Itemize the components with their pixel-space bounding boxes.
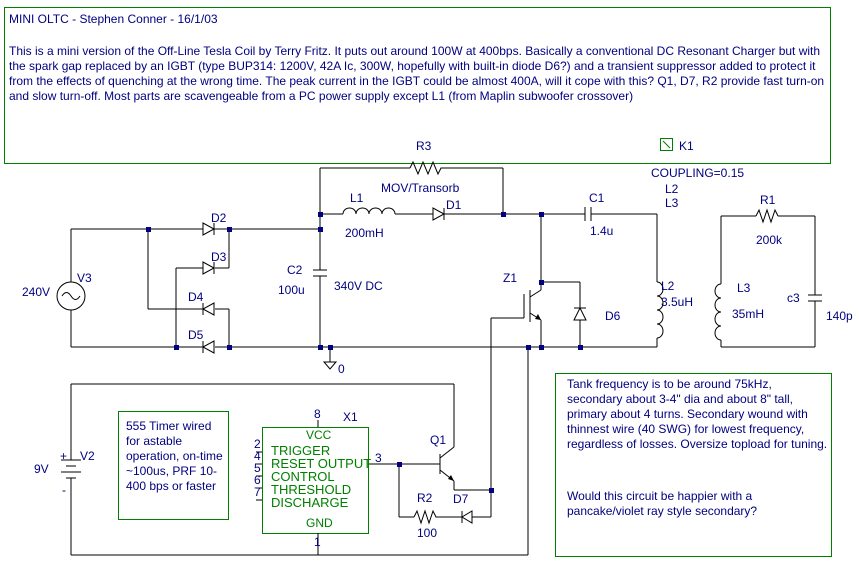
l3-name: L3 <box>737 281 751 295</box>
x1-gnd-label: GND <box>306 516 333 530</box>
d4-label: D4 <box>188 290 204 304</box>
v2-name: V2 <box>80 449 95 463</box>
inductor-l2 <box>656 281 664 339</box>
x1-control-label: CONTROL <box>271 469 335 484</box>
diode-d2 <box>193 222 216 236</box>
x1-pin-1: 1 <box>314 535 321 549</box>
d6-label: D6 <box>605 309 621 323</box>
ground-label: 0 <box>338 362 345 376</box>
inductor-l3 <box>714 283 722 341</box>
header-frame <box>4 7 831 164</box>
x1-pin-7: 7 <box>254 485 261 499</box>
c1-value: 1.4u <box>590 224 613 238</box>
d3-label: D3 <box>211 250 227 264</box>
v3-value: 240V <box>22 285 50 299</box>
diode-d4 <box>193 302 215 316</box>
r2-value: 100 <box>417 526 437 540</box>
capacitor-c2 <box>313 269 327 277</box>
d5-label: D5 <box>188 328 204 342</box>
tank-note: Tank frequency is to be around 75kHz, se… <box>567 377 828 451</box>
diode-d3 <box>193 261 216 275</box>
c2-value: 100u <box>278 283 305 297</box>
diode-d6 <box>573 305 587 321</box>
v2-minus: - <box>62 483 66 497</box>
x1-pin-2: 2 <box>254 437 261 451</box>
x1-threshold-label: THRESHOLD <box>271 482 352 497</box>
coupling-l3: L3 <box>665 196 679 210</box>
secondary-wiring <box>720 215 816 348</box>
header-description: This is a mini version of the Off-Line T… <box>9 44 828 103</box>
diode-d1 <box>432 207 450 221</box>
k1-label: K1 <box>679 139 694 153</box>
x1-pin-5: 5 <box>254 461 261 475</box>
x1-pin-6: 6 <box>254 473 261 487</box>
x1-reset-output-label: RESET OUTPUT <box>271 456 372 471</box>
transistor-q1 <box>434 446 455 482</box>
coupling-l2: L2 <box>665 182 679 196</box>
dc-voltage: 340V DC <box>334 279 383 293</box>
inductor-l1 <box>342 207 396 215</box>
r3-label: R3 <box>416 139 432 153</box>
diode-d7 <box>461 510 473 524</box>
z1-label: Z1 <box>503 271 517 285</box>
c1-name: C1 <box>589 191 605 205</box>
resistor-r1 <box>755 208 779 224</box>
control-wiring <box>70 318 529 556</box>
x1-pin-stubs <box>256 420 319 501</box>
q1-label: Q1 <box>430 433 446 447</box>
x1-pin-4: 4 <box>254 449 261 463</box>
r1-value: 200k <box>756 233 783 247</box>
ground-icon <box>322 361 338 370</box>
junction-dots <box>146 212 583 493</box>
x1-trigger-label: TRIGGER <box>271 443 331 458</box>
igbt-z1 <box>491 282 542 322</box>
capacitor-c1 <box>584 207 597 221</box>
dc-bus-wiring <box>319 167 658 362</box>
x1-body <box>262 427 369 534</box>
l2-name: L2 <box>661 279 675 293</box>
diode-d5 <box>193 340 215 354</box>
v2-value: 9V <box>34 462 49 476</box>
d1-label: D1 <box>446 198 462 212</box>
tank-question: Would this circuit be happier with a pan… <box>567 489 758 518</box>
x1-pin-3: 3 <box>375 451 382 465</box>
r1-name: R1 <box>760 193 776 207</box>
resistor-r3 <box>409 160 444 176</box>
r2-name: R2 <box>417 491 433 505</box>
mov-label: MOV/Transorb <box>381 181 460 195</box>
d2-label: D2 <box>211 211 227 225</box>
v3-ac-source <box>56 281 86 311</box>
mains-wiring <box>70 228 320 348</box>
timer-note: 555 Timer wired for astable operation, o… <box>126 419 227 493</box>
l3-value: 35mH <box>732 307 764 321</box>
v2-plus: + <box>60 449 67 463</box>
capacitor-c3 <box>808 294 822 302</box>
c2-name: C2 <box>287 263 303 277</box>
battery-v2 <box>61 459 81 480</box>
timer-note-frame <box>118 411 229 520</box>
tank-note-frame <box>555 373 832 557</box>
x1-pin-8: 8 <box>314 407 321 421</box>
c3-value: 140p <box>826 309 853 323</box>
l2-value: 3.5uH <box>661 295 693 309</box>
resistor-r2 <box>413 509 438 525</box>
coupling-label: COUPLING=0.15 <box>651 166 744 180</box>
k1-icon <box>660 138 673 151</box>
d7-label: D7 <box>453 492 469 506</box>
v3-name: V3 <box>77 271 92 285</box>
l1-name: L1 <box>350 191 364 205</box>
x1-name: X1 <box>343 410 358 424</box>
l1-value: 200mH <box>345 226 384 240</box>
x1-discharge-label: DISCHARGE <box>271 495 349 510</box>
x1-vcc-label: VCC <box>306 428 332 442</box>
header-title: MINI OLTC - Stephen Conner - 16/1/03 <box>9 12 218 26</box>
c3-name: c3 <box>787 291 800 305</box>
